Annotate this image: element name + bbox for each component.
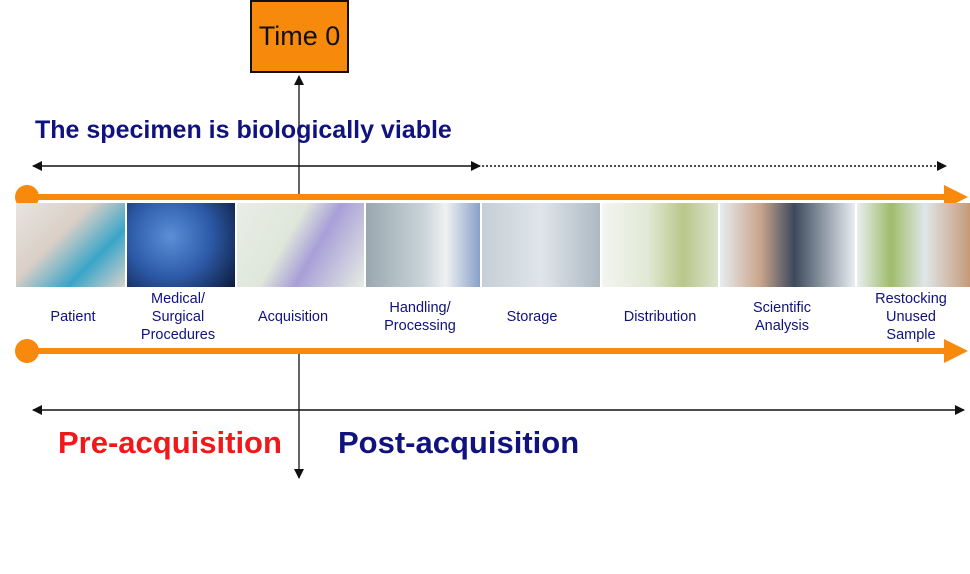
time-zero-label: Time 0 (258, 21, 341, 51)
stage-label-analysis: Scientific Analysis (752, 300, 812, 334)
post-acquisition-label: Post-acquisition (338, 425, 580, 460)
stage-label-handling: Handling/ Processing (384, 300, 456, 334)
photo-storage (482, 203, 600, 287)
photo-surgery (127, 203, 235, 287)
stage-label-patient: Patient (50, 309, 96, 325)
photo-restocking (857, 203, 970, 287)
photo-handling (366, 203, 480, 287)
bottom-orange-timeline (15, 339, 968, 363)
stage-label-acquisition: Acquisition (257, 309, 329, 325)
pre-acquisition-label: Pre-acquisition (58, 425, 282, 460)
photo-acquisition (237, 203, 364, 287)
time-zero-box: Time 0 (250, 0, 349, 73)
viability-label: The specimen is biologically viable (35, 116, 452, 144)
stage-label-distribution: Distribution (623, 309, 697, 325)
stage-label-restocking: Restocking Unused Sample (875, 291, 947, 343)
photo-patient (16, 203, 125, 287)
stage-label-procedures: Medical/ Surgical Procedures (140, 291, 216, 343)
photo-distribution (602, 203, 718, 287)
photo-analysis (720, 203, 855, 287)
stage-label-storage: Storage (506, 309, 558, 325)
